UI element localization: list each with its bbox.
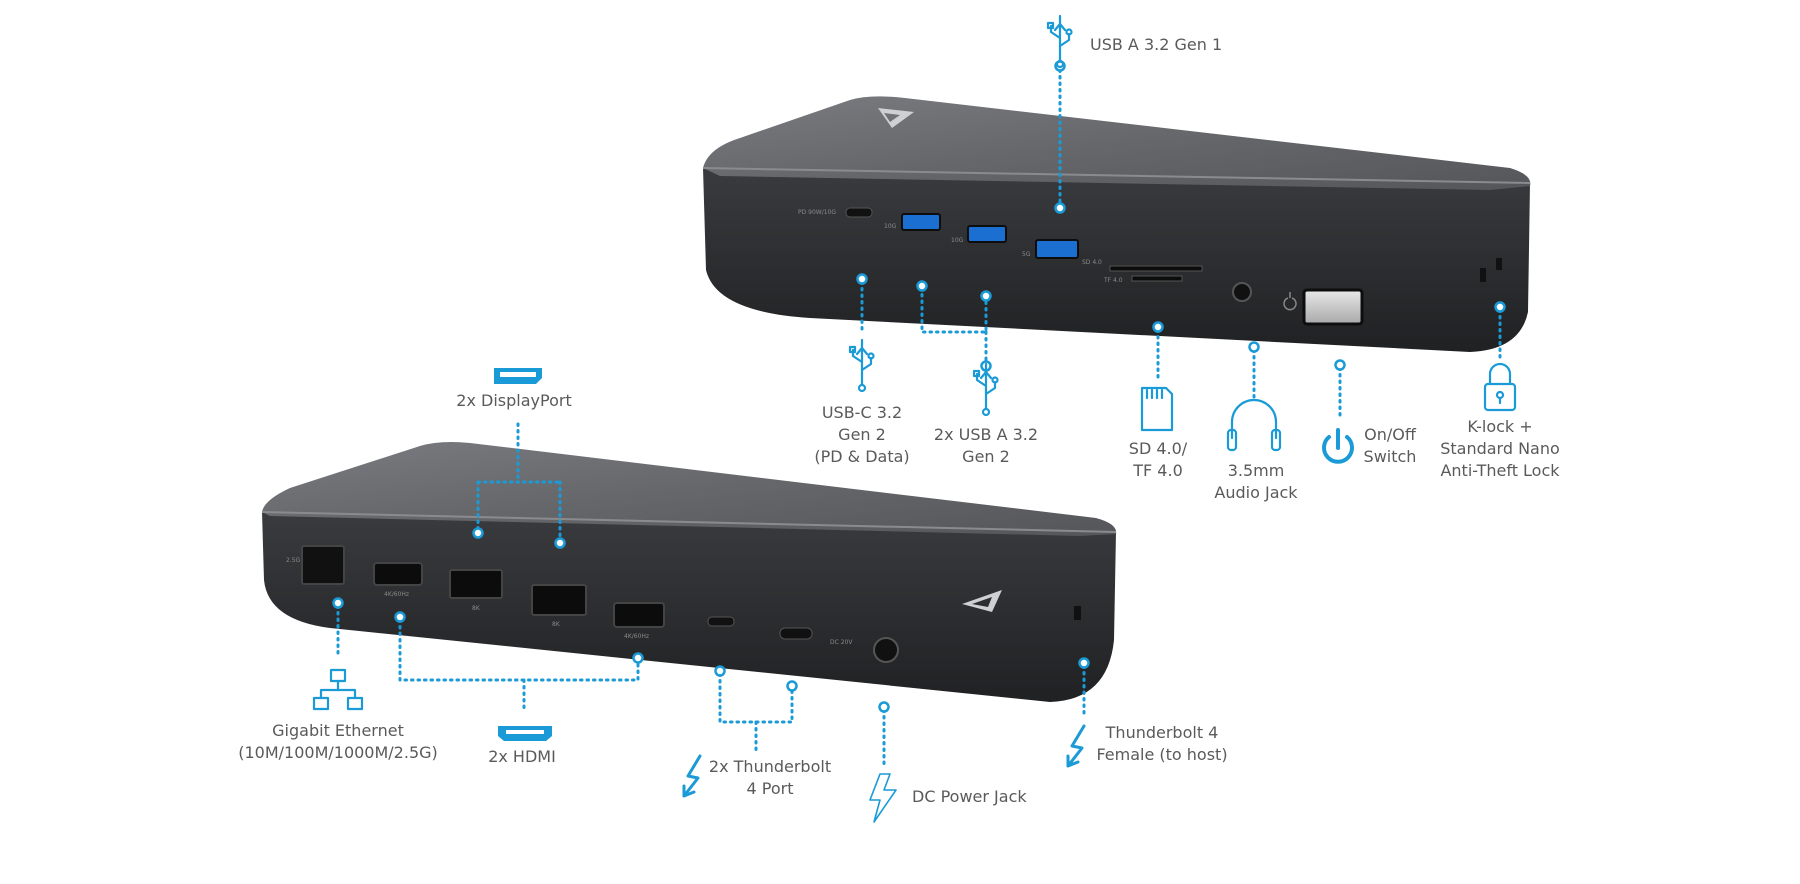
dock-rear-view: PD 90W/10G 10G 10G 5G SD 4.0 TF 4.0 (702, 96, 1531, 352)
label-sd-line2: TF 4.0 (1133, 461, 1183, 480)
label-usb-a-gen2-line2: Gen 2 (962, 447, 1010, 466)
label-ethernet-line1: Gigabit Ethernet (272, 721, 404, 740)
label-audio-line1: 3.5mm (1227, 461, 1285, 480)
label-usb-a-gen1: USB A 3.2 Gen 1 (1090, 35, 1223, 54)
label-audio-line2: Audio Jack (1214, 483, 1298, 502)
label-hdmi: 2x HDMI (488, 747, 556, 766)
leader-thunderbolt-ports (718, 672, 794, 752)
k-lock-slot (1480, 268, 1486, 282)
label-ethernet-line2: (10M/100M/1000M/2.5G) (238, 743, 438, 762)
usb-icon (1046, 14, 1073, 69)
usb-icon (848, 338, 875, 393)
usb-a-port-3 (1035, 239, 1079, 259)
hdmi-marking-1: 4K/60Hz (384, 591, 409, 598)
thunderbolt-host-port (1074, 606, 1081, 620)
displayport-2 (531, 584, 587, 616)
dock-front-edge (261, 511, 1117, 533)
hdmi-port-2 (613, 602, 665, 628)
lan-marking: 2.5G (286, 557, 301, 564)
lock-icon (1483, 362, 1517, 412)
power-mark (1283, 292, 1297, 311)
audio-jack (1232, 282, 1252, 302)
power-icon (1322, 428, 1354, 464)
label-thunderbolt-ports-line1: 2x Thunderbolt (708, 757, 832, 776)
usb-speed-marking-3: 5G (1022, 251, 1031, 258)
leader-displayport (476, 422, 562, 542)
sd-card-slot (1109, 265, 1203, 272)
usb-a-port-1 (901, 213, 941, 231)
thunderbolt-port-2 (779, 627, 813, 640)
pd-port-marking: PD 90W/10G (798, 209, 836, 216)
dock-rear-top (703, 96, 1531, 190)
usb-a-port-2 (967, 225, 1007, 243)
dp-marking-1: 8K (472, 605, 481, 612)
v7-logo (878, 108, 914, 128)
thunderbolt-icon (1066, 724, 1086, 768)
label-power-line1: On/Off (1364, 425, 1416, 444)
label-sd-line1: SD 4.0/ (1128, 439, 1188, 458)
usb-speed-marking-1: 10G (884, 223, 897, 230)
dp-marking-2: 8K (552, 621, 561, 628)
power-bolt-icon (869, 773, 897, 823)
hdmi-marking-2: 4K/60Hz (624, 633, 649, 640)
label-klock-line3: Anti-Theft Lock (1440, 461, 1560, 480)
ethernet-port (301, 545, 345, 585)
label-dc-power: DC Power Jack (912, 787, 1027, 806)
dock-front-side (262, 512, 1116, 702)
thunderbolt-icon (682, 754, 702, 798)
usb-speed-marking-2: 10G (951, 237, 964, 244)
sd-slot-marking: SD 4.0 (1082, 259, 1102, 266)
label-thunderbolt-ports-line2: 4 Port (746, 779, 794, 798)
displayport-icon (494, 368, 542, 384)
tf-slot-marking: TF 4.0 (1103, 277, 1123, 284)
label-thunderbolt-host-line1: Thunderbolt 4 (1105, 723, 1219, 742)
nano-lock-slot (1496, 258, 1502, 270)
sd-card-icon (1140, 386, 1174, 432)
tf-card-slot (1131, 275, 1183, 282)
thunderbolt-port-1 (707, 616, 735, 627)
dc-marking: DC 20V (830, 639, 853, 646)
displayport-1 (449, 569, 503, 599)
v7-logo-front (962, 590, 1002, 612)
label-usb-a-gen2-line1: 2x USB A 3.2 (933, 425, 1039, 444)
dock-rear-edge (702, 167, 1531, 184)
dock-rear-side (703, 168, 1530, 352)
hdmi-port-1 (373, 562, 423, 586)
label-thunderbolt-host-line2: Female (to host) (1096, 745, 1228, 764)
power-button (1302, 288, 1364, 326)
leader-usb-a-gen2 (920, 286, 988, 366)
usb-icon (972, 362, 999, 417)
label-displayport: 2x DisplayPort (456, 391, 572, 410)
headphones-icon (1226, 398, 1282, 452)
label-usb-c-line2: Gen 2 (838, 425, 886, 444)
label-usb-c-line1: USB-C 3.2 (821, 403, 903, 422)
leader-hdmi (398, 618, 640, 714)
dock-front-top (262, 442, 1117, 536)
label-klock-line1: K-lock + (1467, 417, 1533, 436)
dc-power-jack (873, 637, 899, 663)
network-icon (312, 668, 364, 711)
dock-front-view: 2.5G 4K/60Hz 8K 8K 4K/60Hz DC 20V (261, 442, 1117, 702)
label-usb-c-line3: (PD & Data) (814, 447, 910, 466)
label-power-line2: Switch (1363, 447, 1417, 466)
leader-lines (336, 68, 1502, 770)
label-klock-line2: Standard Nano (1440, 439, 1560, 458)
usb-c-pd-port (845, 207, 873, 218)
hdmi-icon (498, 726, 552, 741)
